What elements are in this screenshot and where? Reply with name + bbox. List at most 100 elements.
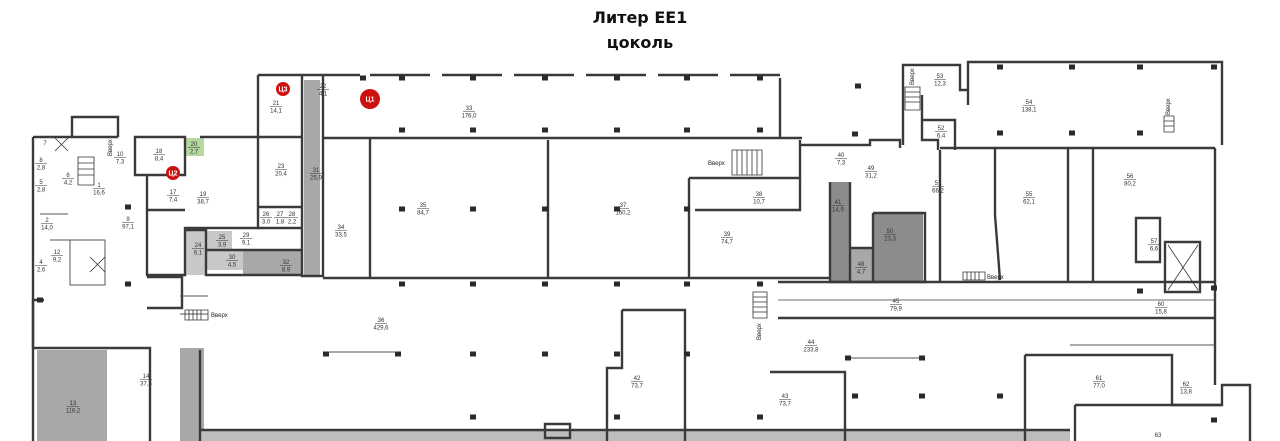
room-30: 304,5 — [226, 255, 238, 269]
stairs-up-label: Вверх — [211, 313, 228, 319]
column — [360, 75, 366, 81]
room-number: 20 — [191, 142, 198, 148]
stairs-up-label: Вверх — [987, 275, 1004, 281]
marker-Ц1: Ц1 — [360, 89, 380, 109]
room-number: 27 — [277, 212, 284, 218]
column — [542, 127, 548, 133]
room-area: 79,9 — [890, 307, 902, 313]
room-number: 37 — [620, 203, 627, 209]
room-area: 2,2 — [288, 220, 297, 226]
room-area: 33,5 — [335, 233, 347, 239]
room-32-shade — [243, 250, 303, 274]
room-area: 6,1 — [194, 251, 203, 257]
marker-label: Ц2 — [168, 171, 177, 178]
column — [1137, 64, 1143, 70]
room-number: 10 — [117, 152, 124, 158]
room-number: 28 — [289, 212, 296, 218]
column — [614, 75, 620, 81]
room-area: 14,0 — [41, 226, 53, 232]
room-57: 576,6 — [1148, 239, 1160, 253]
column — [919, 355, 925, 361]
room-20-green — [186, 138, 204, 156]
room-area: 77,0 — [1093, 384, 1105, 390]
column — [323, 351, 329, 357]
room-area: 233,8 — [803, 348, 819, 354]
room-area: 74,7 — [721, 240, 733, 246]
room-area: 38,7 — [197, 200, 209, 206]
room-area: 2,7 — [190, 150, 199, 156]
column — [470, 414, 476, 420]
column — [399, 75, 405, 81]
column — [395, 351, 401, 357]
room-area: 13,8 — [1180, 390, 1192, 396]
room-area: 73,7 — [631, 384, 643, 390]
room-13-shade — [37, 350, 107, 441]
plan-title: Литер ЕЕ1 — [592, 8, 688, 27]
stairs-up-label: Вверх — [708, 161, 725, 167]
room-number: 19 — [200, 192, 207, 198]
room-number: 42 — [634, 376, 641, 382]
column — [614, 206, 620, 212]
room-48: 484,7 — [855, 262, 867, 276]
room-number: 25 — [219, 235, 226, 241]
room-12: 129,2 — [51, 250, 63, 264]
column — [852, 131, 858, 137]
room-number: 30 — [229, 255, 236, 261]
room-area: 138,1 — [1021, 108, 1037, 114]
column — [542, 351, 548, 357]
column — [757, 281, 763, 287]
column — [684, 127, 690, 133]
room-number: 55 — [1026, 192, 1033, 198]
room-area: 2,8 — [37, 188, 46, 194]
room-31-shade — [304, 80, 320, 276]
room-28: 282,2 — [286, 212, 298, 226]
room-area: 176,0 — [461, 114, 477, 120]
column — [757, 75, 763, 81]
room-area: 37,5 — [140, 382, 152, 388]
room-20: 202,7 — [188, 142, 200, 156]
room-1: 116,6 — [93, 183, 105, 197]
room-number: 57 — [1151, 239, 1158, 245]
room-area: 84,7 — [417, 211, 429, 217]
marker-Ц3: Ц3 — [276, 82, 290, 96]
column — [614, 414, 620, 420]
room-area: 3,9 — [218, 243, 227, 249]
room-labels: 782,852,864,242,6214,0129,2107,3116,6997… — [35, 74, 1192, 439]
room-29: 299,1 — [240, 233, 252, 247]
room-area: 116,2 — [66, 409, 81, 415]
room-number: 52 — [938, 126, 945, 132]
room-4: 42,6 — [35, 260, 47, 274]
room-number: 12 — [54, 250, 61, 256]
room-number: 63 — [1155, 433, 1162, 439]
room-number: 14 — [143, 374, 150, 380]
column — [399, 127, 405, 133]
room-area: 160,2 — [615, 211, 631, 217]
room-9: 997,1 — [122, 217, 134, 231]
room-area: 14,9 — [832, 208, 844, 214]
room-area: 23,3 — [884, 237, 896, 243]
column — [855, 83, 861, 89]
room-7: 7 — [43, 141, 47, 147]
room-42: 42 73,7 — [631, 376, 643, 390]
column — [399, 206, 405, 212]
marker-dot — [166, 166, 180, 180]
room-5: 52,8 — [35, 180, 47, 194]
room-number: 29 — [243, 233, 250, 239]
room-32: 328,9 — [280, 260, 292, 274]
room-number: 40 — [838, 153, 845, 159]
room-area: 14,1 — [270, 109, 282, 115]
room-37: 37 160,2 — [615, 203, 631, 217]
room-25: 253,9 — [216, 235, 228, 249]
stairs-up-label: Вверх — [108, 139, 114, 156]
room-10: 107,3 — [114, 152, 126, 166]
room-number: 31 — [313, 168, 320, 174]
